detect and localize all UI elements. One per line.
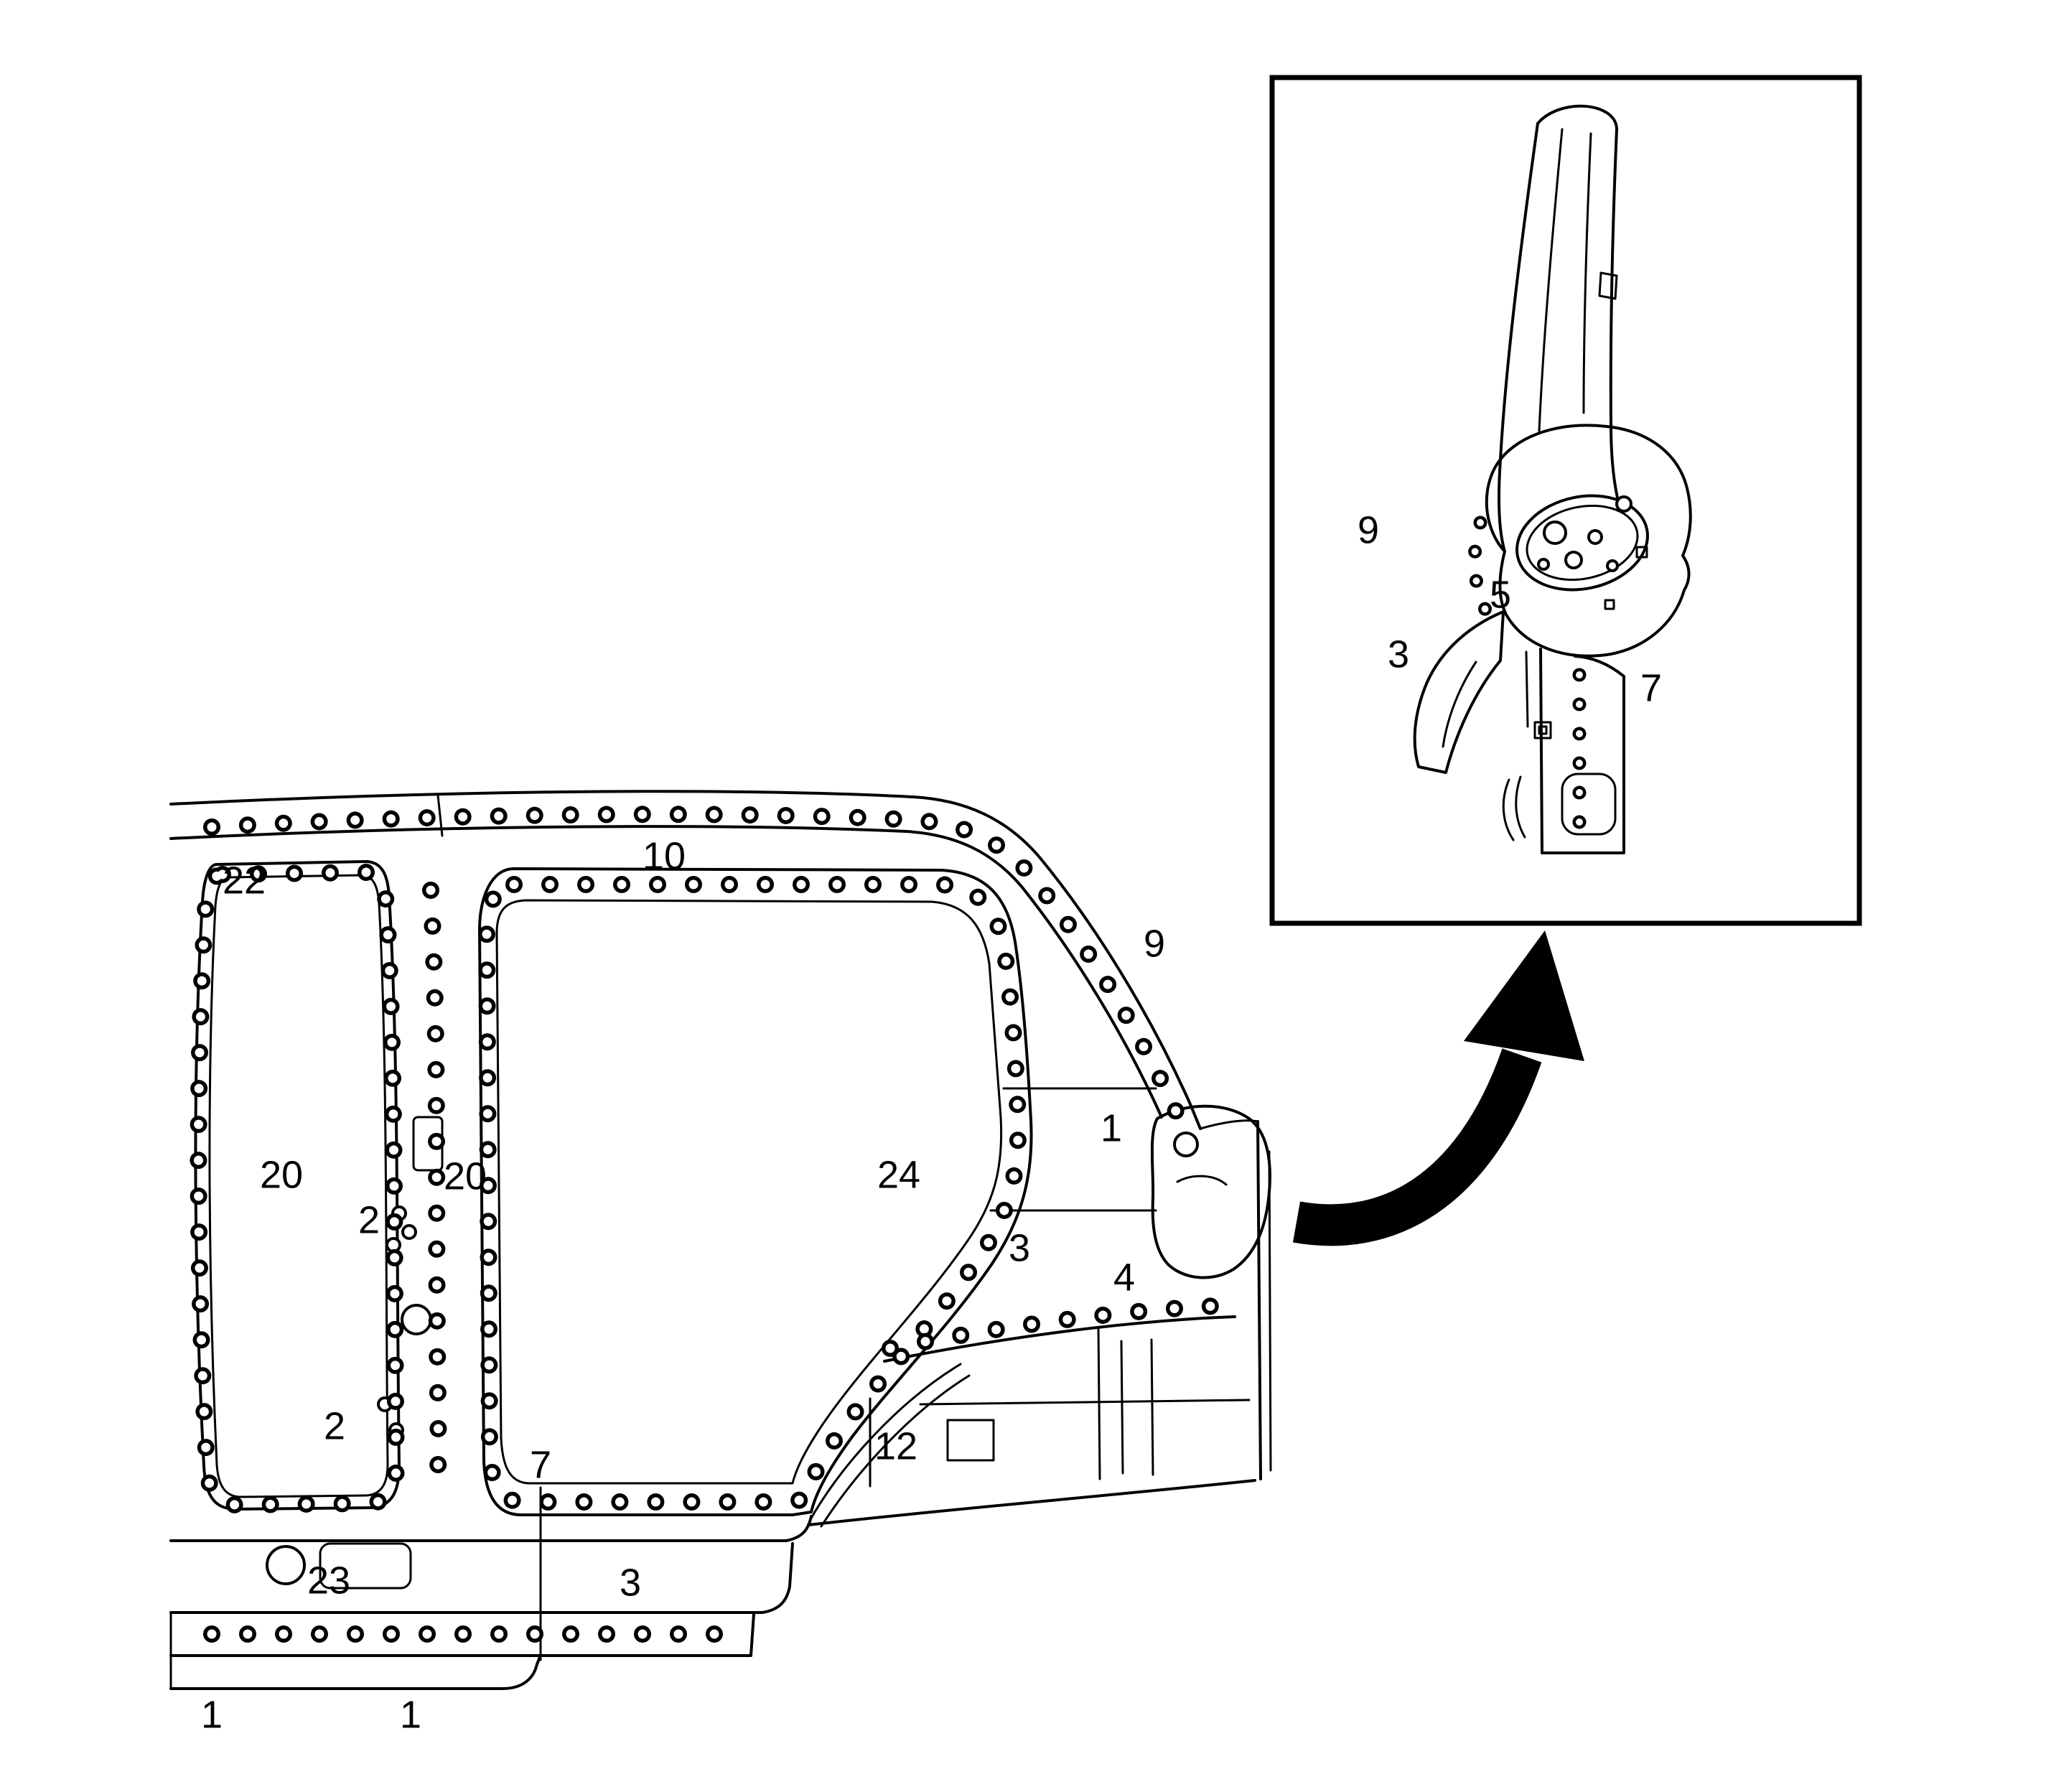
callout-20-left: 20 [260,1153,303,1196]
callout-inset-7: 7 [1640,666,1662,709]
weld-dots-roof [212,814,1176,1111]
callout-9: 9 [1144,922,1165,965]
weld-dots-quarter-flange [890,1305,1232,1348]
callout-3-rocker: 3 [620,1561,641,1604]
callout-2-upper: 2 [358,1198,380,1241]
callout-1-quarter: 1 [1101,1106,1122,1149]
callout-23: 23 [307,1559,350,1602]
callout-1-sill-a: 1 [201,1693,223,1736]
callout-24: 24 [877,1153,920,1196]
callout-7: 7 [530,1443,551,1486]
weld-dots-rear-opening [487,885,1018,1502]
callout-4: 4 [1113,1256,1135,1299]
vehicle-body-side-drawing [169,790,1272,1690]
callout-inset-5: 5 [1490,573,1511,616]
rear-quarter-panel [807,1087,1272,1528]
fuel-filler-pocket [1150,1104,1271,1279]
weld-dots-b-pillar [431,890,438,1485]
detail-inset-drawing [1413,104,1692,854]
rocker-sill [169,1486,813,1690]
detail-zoom-arrow-icon [1292,930,1584,1246]
callout-1-sill-b: 1 [400,1693,421,1736]
rear-door-opening [478,867,1033,1516]
roof-rail-lines [169,790,1202,1130]
callout-inset-9: 9 [1358,508,1379,551]
callout-20-right: 20 [444,1154,487,1198]
callout-12: 12 [874,1424,917,1467]
callout-10: 10 [643,834,686,877]
detail-inset-box [1269,75,1862,926]
callout-22: 22 [223,859,266,902]
callout-inset-3: 3 [1388,633,1409,676]
callout-2-lower: 2 [324,1404,345,1447]
callout-labels-inset: 9 5 3 7 [1358,508,1662,709]
callout-3-quarter: 3 [1009,1226,1030,1269]
callout-labels-main: 22 10 9 1 20 20 2 24 3 4 2 7 12 23 3 1 1 [201,834,1165,1736]
